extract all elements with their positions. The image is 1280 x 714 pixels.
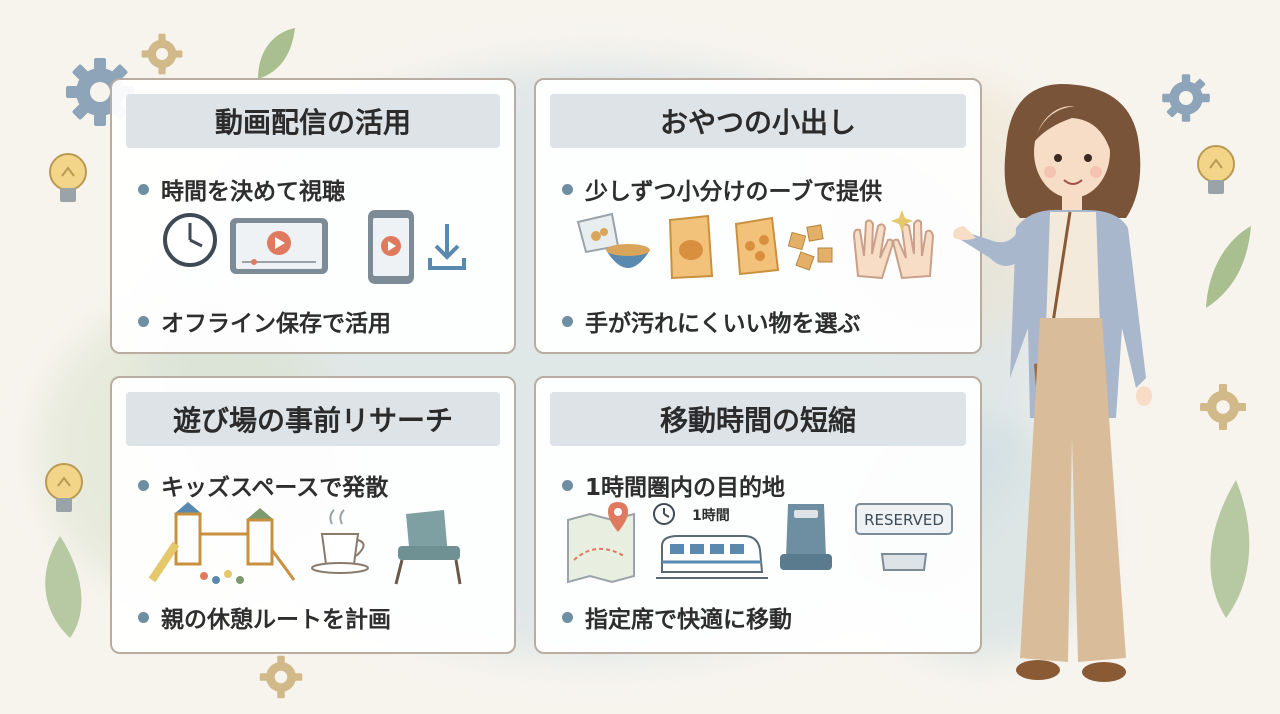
leaf-icon xyxy=(258,28,295,79)
bullet-text: オフライン保存で活用 xyxy=(161,311,391,337)
card-title: 移動時間の短縮 xyxy=(550,392,966,446)
bullet-text: 1時間圏内の目的地 xyxy=(585,475,786,501)
bullet-text: 手が汚れにくいい物を選ぶ xyxy=(585,311,861,337)
card-shorter-travel: 移動時間の短縮 1時間圏内の目的地 1時間 xyxy=(534,376,982,654)
smartphone-play-icon xyxy=(368,210,414,284)
card-playground-research: 遊び場の事前リサーチ キッズスペースで発散 xyxy=(110,376,516,654)
gear-icon xyxy=(1162,74,1210,122)
clean-hands-icon xyxy=(852,219,935,280)
bullet-item: 指定席で快適に移動 xyxy=(562,600,792,634)
card-video-streaming: 動画配信の活用 時間を決めて視聴 xyxy=(110,78,516,354)
tablet-play-icon xyxy=(230,218,328,274)
reserved-sign-icon: RESERVED xyxy=(855,503,953,571)
leaf-icon xyxy=(45,536,82,638)
snacks-illustration xyxy=(576,210,935,280)
bullet-item: 親の休憩ルートを計画 xyxy=(138,600,391,634)
map-pin-icon xyxy=(567,502,635,584)
lightbulb-icon xyxy=(45,463,83,512)
armchair-icon xyxy=(394,510,462,585)
card-snacks: おやつの小出し 少しずつ小分けのーブで提供 xyxy=(534,78,982,354)
gear-icon xyxy=(141,33,183,75)
crackers-icon xyxy=(787,224,833,271)
gear-icon xyxy=(259,655,303,699)
chips-bag-icon xyxy=(668,214,714,280)
bullet-dot xyxy=(138,611,149,623)
duration-label: 1時間 xyxy=(692,507,730,524)
reserved-label: RESERVED xyxy=(864,511,944,529)
leaf-icon xyxy=(1206,226,1251,308)
bullet-dot xyxy=(138,315,149,327)
travel-illustration: 1時間 RESERVED xyxy=(567,502,953,584)
bullet-text: 親の休憩ルートを計画 xyxy=(161,607,391,633)
bullet-dot xyxy=(562,611,573,623)
bullet-dot xyxy=(562,479,573,491)
cracker-bag-icon xyxy=(734,216,780,276)
bullet-text: キッズスペースで発散 xyxy=(161,475,389,501)
presenter-woman-illustration xyxy=(953,84,1152,682)
video-illustration xyxy=(163,210,466,284)
train-seat-icon xyxy=(780,504,832,570)
playground-icon xyxy=(148,502,296,584)
bullet-dot xyxy=(138,183,149,195)
leaf-icon xyxy=(1210,480,1250,618)
coffee-cup-icon xyxy=(311,509,369,574)
bullet-item: 手が汚れにくいい物を選ぶ xyxy=(562,304,861,338)
clock-icon xyxy=(163,213,217,267)
playground-illustration xyxy=(148,502,462,585)
bullet-dot xyxy=(562,315,573,327)
bullet-dot xyxy=(562,183,573,195)
bullet-item: 時間を決めて視聴 xyxy=(138,172,345,206)
lightbulb-icon xyxy=(49,153,87,202)
bullet-item: 少しずつ小分けのーブで提供 xyxy=(562,172,882,206)
clock-icon xyxy=(653,503,675,525)
bullet-dot xyxy=(138,479,149,491)
card-title: 遊び場の事前リサーチ xyxy=(126,392,500,446)
bullet-text: 少しずつ小分けのーブで提供 xyxy=(585,179,883,205)
bullet-item: オフライン保存で活用 xyxy=(138,304,391,338)
bullet-text: 時間を決めて視聴 xyxy=(161,179,345,205)
bullet-item: キッズスペースで発散 xyxy=(138,468,388,502)
bullet-text: 指定席で快適に移動 xyxy=(585,607,792,633)
train-icon xyxy=(656,535,768,579)
card-title: おやつの小出し xyxy=(550,94,966,148)
gear-icon xyxy=(1200,384,1246,430)
snack-bowl-icon xyxy=(606,244,650,268)
lightbulb-icon xyxy=(1197,145,1235,194)
download-icon xyxy=(428,224,466,270)
sparkle-icon xyxy=(891,210,913,232)
card-title: 動画配信の活用 xyxy=(126,94,500,148)
bullet-item: 1時間圏内の目的地 xyxy=(562,468,785,502)
